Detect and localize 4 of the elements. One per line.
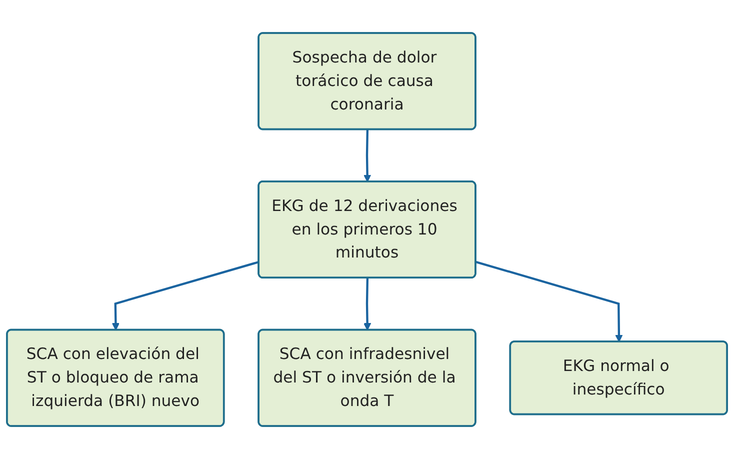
arrow [364,130,372,182]
arrow [112,260,260,330]
arrow [476,260,623,342]
arrow [364,278,372,330]
